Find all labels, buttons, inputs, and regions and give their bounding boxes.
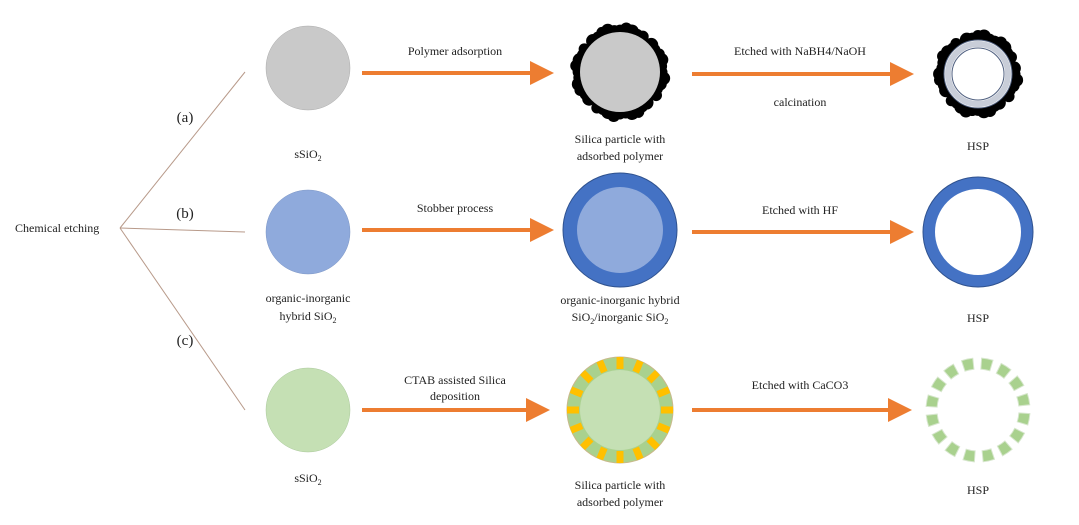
shell-segment — [1016, 412, 1031, 426]
start-label-a: sSiO2 — [294, 147, 321, 163]
ctab-block — [580, 370, 594, 384]
process-arrows — [362, 61, 914, 422]
ctab-templates — [567, 357, 673, 463]
hybrid-silica-particle — [265, 189, 351, 275]
shell-segment — [995, 362, 1012, 379]
shell-segment — [962, 448, 976, 463]
shell-segment — [980, 357, 994, 372]
end-label-a: HSP — [967, 139, 989, 153]
step2-a-below: calcination — [774, 95, 827, 109]
shell-segment — [981, 448, 996, 463]
start-label-b-line1: organic-inorganic — [266, 291, 351, 305]
shell-segment — [1016, 392, 1031, 407]
ctab-block — [616, 451, 624, 463]
ctab-block — [646, 436, 660, 450]
hybrid-core — [577, 187, 663, 273]
ctab-block — [569, 386, 584, 398]
ctab-block — [567, 406, 579, 414]
ctab-silica-core — [580, 370, 660, 450]
mid-label-a-line1: Silica particle with — [575, 132, 666, 146]
hsp-segmented-shell-c — [925, 357, 1031, 463]
step1-c-line2: deposition — [430, 389, 480, 403]
shell-segment — [1009, 427, 1026, 444]
end-label-c: HSP — [967, 483, 989, 497]
shell-segment — [925, 413, 940, 428]
shell-segment — [944, 441, 961, 458]
mid-label-b-line1: organic-inorganic hybrid — [560, 293, 679, 307]
shell-segment — [930, 376, 947, 393]
shell-segment — [925, 394, 940, 408]
ctab-block — [632, 359, 644, 374]
end-label-b: HSP — [967, 311, 989, 325]
start-label-b-line2: hybrid SiO2 — [279, 309, 336, 325]
shell-segment — [1008, 375, 1025, 392]
route-c-tag: (c) — [177, 333, 194, 349]
step1-b: Stobber process — [417, 201, 494, 215]
shell-segment — [931, 428, 948, 445]
hsp-shell-a — [945, 41, 1011, 107]
ctab-block — [661, 406, 673, 414]
step1-c-line1: CTAB assisted Silica — [404, 373, 506, 387]
ctab-block — [616, 357, 624, 369]
ctab-block — [646, 370, 660, 384]
ctab-block — [596, 446, 608, 461]
mid-label-b-line2: SiO2/inorganic SiO2 — [572, 310, 669, 326]
ctab-block — [632, 446, 644, 461]
branch-lines — [119, 71, 246, 411]
shell-segment — [960, 357, 975, 372]
root-label: Chemical etching — [15, 221, 99, 235]
silica-with-polymer — [580, 32, 660, 112]
ctab-block — [569, 422, 584, 434]
step2-b: Etched with HF — [762, 203, 838, 217]
step2-c: Etched with CaCO3 — [752, 378, 849, 392]
route-a-tag: (a) — [177, 110, 194, 126]
ctab-block — [656, 386, 671, 398]
step2-a: Etched with NaBH4/NaOH — [734, 44, 866, 58]
shell-segment — [943, 363, 960, 380]
silica-particle-green — [265, 367, 351, 453]
ctab-block — [580, 436, 594, 450]
hsp-shell-b-edge — [922, 176, 1034, 288]
silica-particle-gray — [265, 25, 351, 111]
mid-label-c-line2: adsorbed polymer — [577, 495, 663, 509]
ctab-block — [656, 422, 671, 434]
shell-segment — [996, 440, 1013, 457]
route-b-tag: (b) — [176, 206, 194, 222]
start-label-c: sSiO2 — [294, 471, 321, 487]
hsp-shell-b — [923, 177, 1033, 287]
ctab-block — [596, 359, 608, 374]
hsp-hollow-a — [951, 47, 1005, 101]
step1-a: Polymer adsorption — [408, 44, 502, 58]
mid-label-a-line2: adsorbed polymer — [577, 149, 663, 163]
mid-label-c-line1: Silica particle with — [575, 478, 666, 492]
